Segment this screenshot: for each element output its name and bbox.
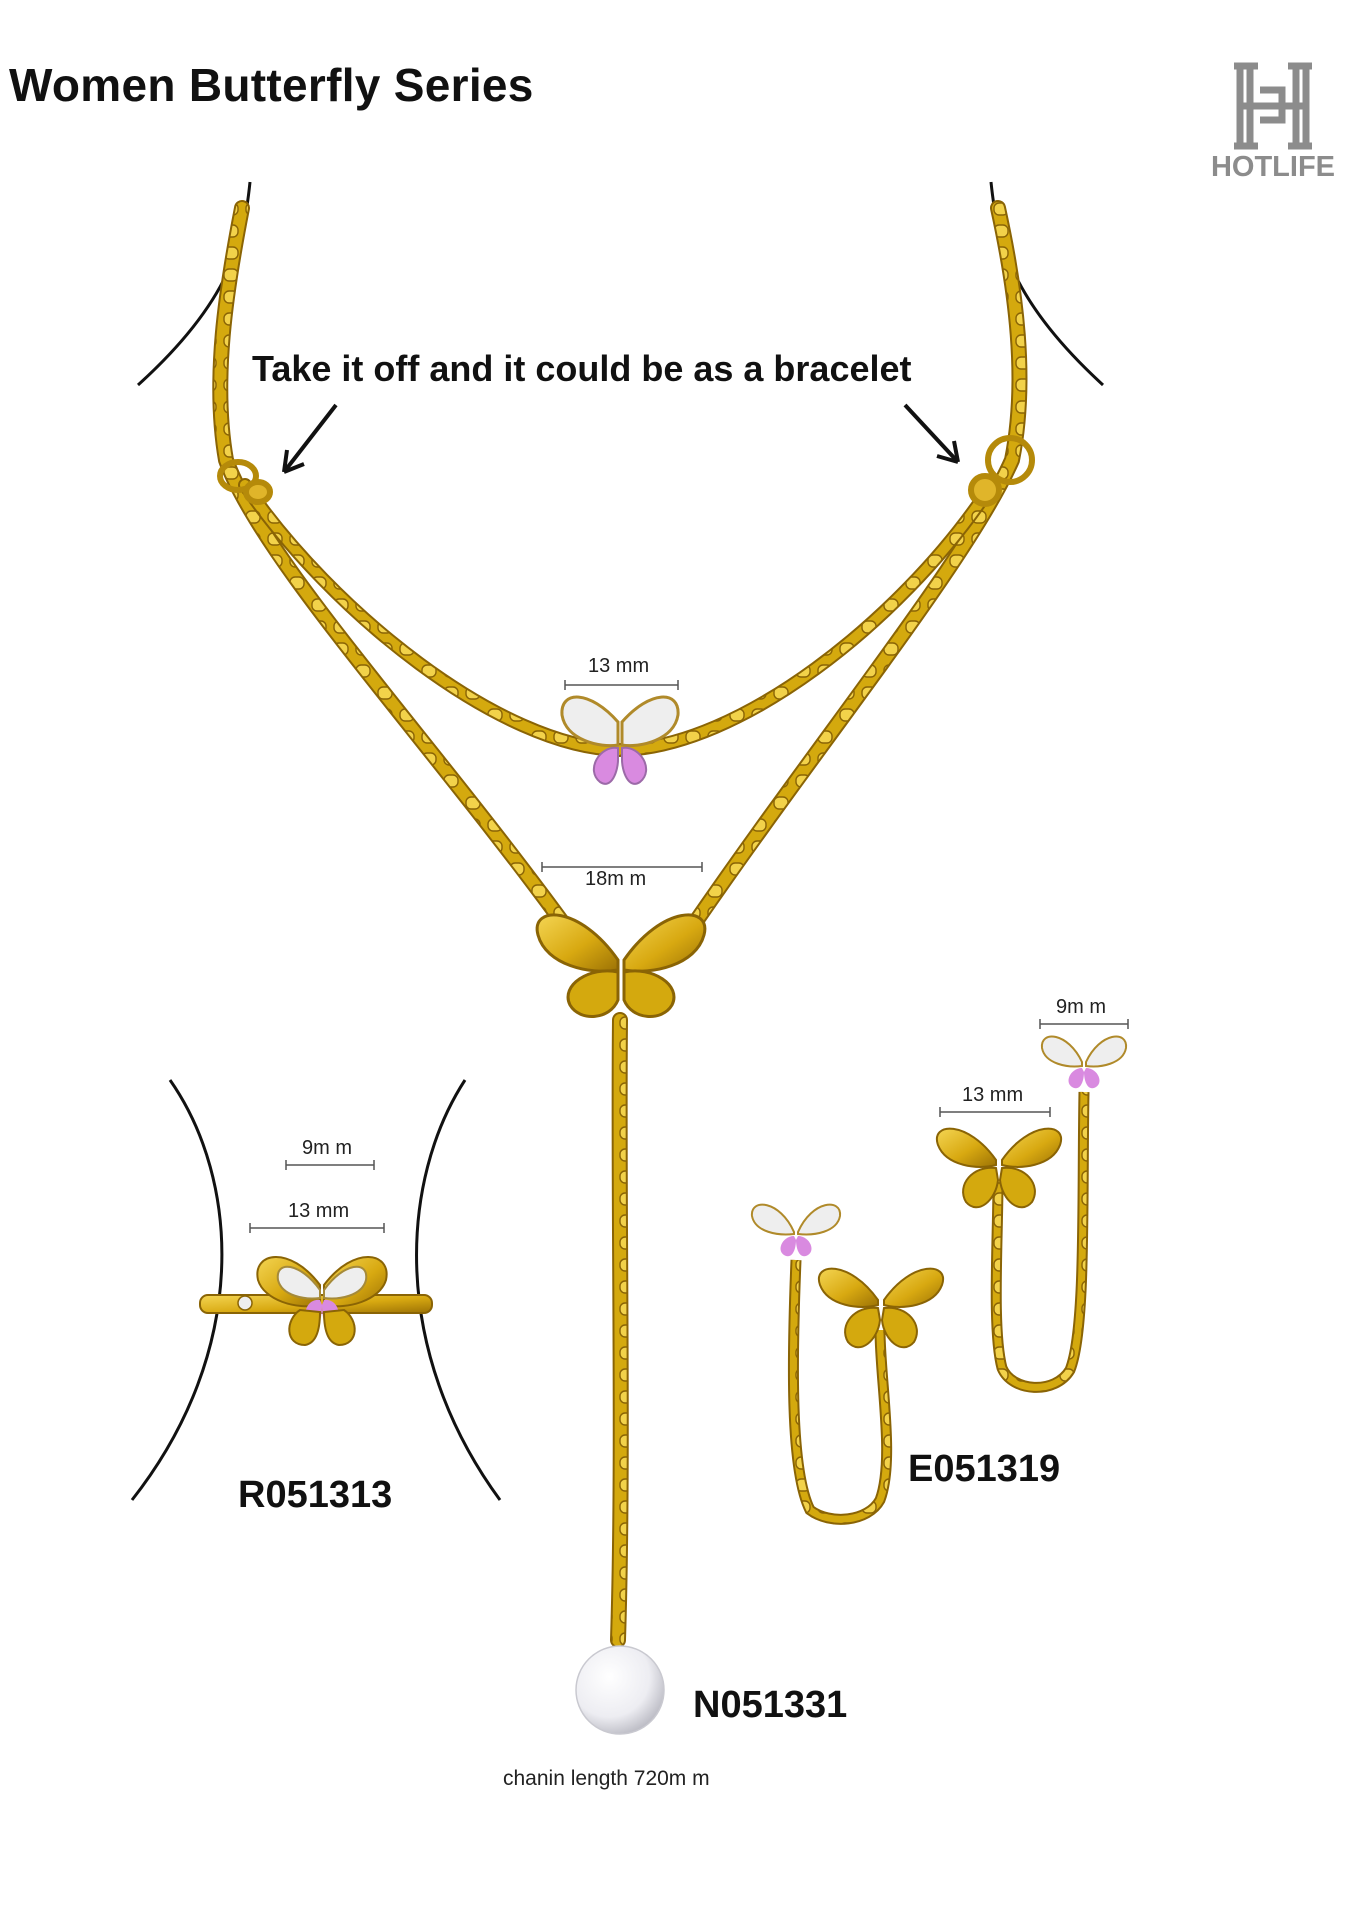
dim-large-pendant: 18m m — [585, 868, 647, 890]
product-code-earrings: E051319 — [908, 1448, 1061, 1490]
dim-earring-gold: 13 mm — [962, 1084, 1024, 1106]
bracelet-caption: Take it off and it could be as a bracele… — [252, 348, 912, 389]
dim-earring-stone: 9m m — [1056, 996, 1106, 1018]
dim-ring-width: 13 mm — [288, 1200, 350, 1222]
earring-right — [935, 1035, 1128, 1393]
dim-ring-stone: 9m m — [302, 1137, 352, 1159]
svg-text:HOTLIFE: HOTLIFE — [1211, 151, 1335, 180]
arrow-right-icon — [903, 403, 960, 464]
necklace-chain — [212, 200, 1028, 1648]
earring-left — [750, 1203, 945, 1525]
gold-butterfly-pendant — [535, 913, 707, 1018]
dimension-lines — [249, 680, 1129, 1233]
chain-length-note: chanin length 720m m — [503, 1767, 710, 1790]
product-code-necklace: N051331 — [693, 1684, 848, 1726]
page-title: Women Butterfly Series — [9, 59, 534, 111]
clasp-left — [217, 459, 273, 505]
product-code-ring: R051313 — [238, 1474, 393, 1516]
ring-butterfly — [256, 1256, 388, 1347]
hotlife-logo: HOTLIFE — [1198, 60, 1348, 183]
finger-outline — [130, 1079, 502, 1501]
clasp-right — [968, 435, 1035, 507]
arrow-left-icon — [282, 403, 338, 474]
dim-small-pendant: 13 mm — [588, 655, 650, 677]
pearl-drop — [575, 1645, 665, 1735]
crystal-butterfly-pendant — [560, 695, 680, 785]
